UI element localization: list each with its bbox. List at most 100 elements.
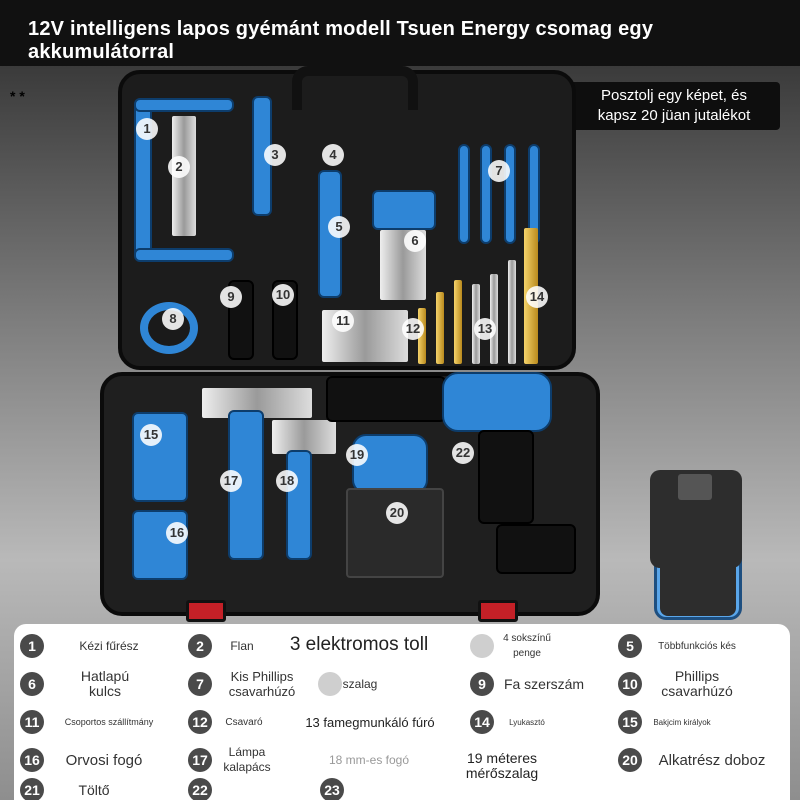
small-screwdriver-c	[504, 144, 516, 244]
drill-body	[442, 372, 552, 432]
small-screwdriver-b	[480, 144, 492, 244]
toolbox-image: 1 2 3 4 5 6 7 8 9 10 11 12 13 14 15 16 1…	[96, 66, 608, 622]
drill-bit-silver-3	[508, 260, 516, 364]
tool-number-8: 8	[162, 308, 184, 330]
latch-right	[478, 600, 518, 622]
legend-item-20: 20 Alkatrész doboz	[618, 742, 788, 778]
tool-number-22: 22	[452, 442, 474, 464]
tool-number-3: 3	[264, 144, 286, 166]
legend-label: Lyukasztó	[509, 717, 545, 727]
legend-item-11: 11 Csoportos szállítmány	[20, 704, 190, 740]
legend-label: 19 méteres mérőszalag	[465, 750, 539, 781]
drill-chuck	[326, 376, 446, 422]
tool-number-14: 14	[526, 286, 548, 308]
legend-label: 13 famegmunkáló fúró	[305, 714, 435, 730]
tool-number-15: 15	[140, 424, 162, 446]
tool-number-11: 11	[332, 310, 354, 332]
legend-item-1: 1 Kézi fűrész	[20, 628, 190, 664]
legend-number: 16	[20, 748, 44, 772]
legend-item-5: 5 Többfunkciós kés	[618, 628, 788, 664]
promo-line-1: Posztolj egy képet, és	[601, 87, 747, 104]
legend-number: 9	[470, 672, 494, 696]
legend-number: 10	[618, 672, 642, 696]
legend-label: Kis Phillips csavarhúzó	[228, 669, 296, 699]
legend-item-14: 14 Lyukasztó	[470, 704, 620, 740]
legend-number: 7	[188, 672, 212, 696]
legend-item-16: 16 Orvosi fogó	[20, 742, 190, 778]
page-title: 12V intelligens lapos gyémánt modell Tsu…	[0, 0, 800, 66]
tool-number-5: 5	[328, 216, 350, 238]
tape-roll	[140, 302, 198, 354]
legend-label: Orvosi fogó	[65, 751, 143, 769]
legend-label: Bakjcim királyok	[653, 717, 711, 727]
pliers-15	[132, 412, 188, 502]
legend-number	[470, 634, 494, 658]
legend-number: 1	[20, 634, 44, 658]
legend-number: 2	[188, 634, 212, 658]
legend-item-17: 17 Lámpa kalapács	[188, 742, 318, 778]
legend-item-9: 9 Fa szerszám	[470, 666, 620, 702]
pliers-16	[132, 510, 188, 580]
legend-item-4: 4 sokszínű penge	[470, 628, 620, 664]
small-screwdriver-a	[458, 144, 470, 244]
legend-label: Csoportos szállítmány	[64, 716, 154, 727]
latch-left	[186, 600, 226, 622]
legend-number: 15	[618, 710, 642, 734]
legend-number: 14	[470, 710, 494, 734]
legend-number: 22	[188, 778, 212, 800]
asterisk-marks: * *	[10, 88, 25, 104]
legend-label: Phillips csavarhúzó	[661, 668, 733, 699]
wrench-head	[272, 420, 336, 454]
legend-item-6: 6 Hatlapú kulcs	[20, 666, 190, 702]
legend-item-15: 15 Bakjcim királyok	[618, 704, 788, 740]
drill-grip	[478, 430, 534, 524]
hacksaw-top	[134, 98, 234, 112]
hacksaw-bottom	[134, 248, 234, 262]
tool-number-1: 1	[136, 118, 158, 140]
legend-number: 20	[618, 748, 642, 772]
legend-item-2: 2 Flan	[188, 628, 288, 664]
legend-item-21: 21 Töltő	[20, 772, 190, 800]
charger	[496, 524, 576, 574]
wrench-handle	[286, 450, 312, 560]
legend-label: Töltő	[78, 781, 110, 798]
legend-number: 11	[20, 710, 44, 734]
tool-number-4: 4	[322, 144, 344, 166]
tool-number-7: 7	[488, 160, 510, 182]
tool-number-17: 17	[220, 470, 242, 492]
legend-number: 21	[20, 778, 44, 800]
legend-label: Alkatrész doboz	[658, 751, 766, 769]
tool-number-18: 18	[276, 470, 298, 492]
promo-banner[interactable]: Posztolj egy képet, és kapsz 20 jüan jut…	[568, 82, 780, 130]
hex-key-holder	[372, 190, 436, 230]
legend-label: Többfunkciós kés	[658, 640, 736, 652]
promo-line-2: kapsz 20 jüan jutalékot	[597, 107, 751, 124]
legend-item-10: 10 Phillips csavarhúzó	[618, 666, 788, 702]
drill-bit-gold-3	[454, 280, 462, 364]
legend-number: 6	[20, 672, 44, 696]
tape-measure	[352, 434, 428, 494]
legend-item-7: 7 Kis Phillips csavarhúzó	[188, 666, 318, 702]
legend-label: 18 mm-es fogó	[328, 752, 410, 767]
legend-item-8: szalag	[318, 666, 438, 702]
legend-item-19: 19 méteres mérőszalag	[454, 748, 604, 784]
tool-number-16: 16	[166, 522, 188, 544]
tool-number-9: 9	[220, 286, 242, 308]
legend-item-13: 13 famegmunkáló fúró	[280, 704, 460, 740]
legend-item-23: 23	[320, 772, 420, 800]
legend-label: Lámpa kalapács	[223, 745, 271, 774]
case-handle	[292, 66, 418, 110]
legend-label: szalag	[342, 676, 378, 691]
legend-label: 4 sokszínű penge	[503, 633, 551, 659]
legend-label: Kézi fűrész	[79, 638, 139, 653]
utility-knife	[318, 170, 342, 298]
tool-number-12: 12	[402, 318, 424, 340]
legend-number: 23	[320, 778, 344, 800]
drill-bit-gold-1	[418, 308, 426, 364]
tool-number-10: 10	[272, 284, 294, 306]
drill-bit-gold-2	[436, 292, 444, 364]
legend-label: Csavaró	[225, 716, 263, 728]
tool-number-2: 2	[168, 156, 190, 178]
legend-item-3: 3 elektromos toll	[264, 626, 454, 662]
legend-label: Flan	[230, 638, 254, 653]
